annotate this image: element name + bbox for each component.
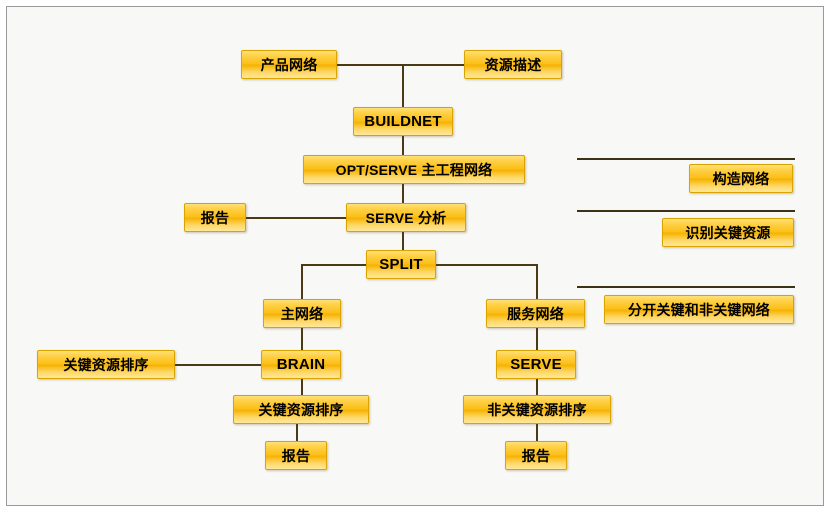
annotation-separator-rule	[577, 210, 795, 212]
node-report-top[interactable]: 报告	[184, 203, 246, 232]
connector-line	[402, 64, 404, 107]
annotation-separator-rule	[577, 286, 795, 288]
node-resource-description[interactable]: 资源描述	[464, 50, 562, 79]
node-key-resource-ranking-left[interactable]: 关键资源排序	[37, 350, 175, 379]
connector-line	[536, 264, 538, 299]
node-buildnet[interactable]: BUILDNET	[353, 107, 453, 136]
node-main-network[interactable]: 主网络	[263, 299, 341, 328]
connector-line	[436, 264, 537, 266]
connector-line	[402, 184, 404, 203]
connector-line	[402, 232, 404, 250]
node-serve-analysis[interactable]: SERVE 分析	[346, 203, 466, 232]
node-key-resource-ranking[interactable]: 关键资源排序	[233, 395, 369, 424]
diagram-canvas: 产品网络 资源描述 BUILDNET OPT/SERVE 主工程网络报告 SERVE 分…	[6, 6, 824, 506]
connector-line	[301, 379, 303, 395]
node-service-network[interactable]: 服务网络	[486, 299, 585, 328]
connector-line	[536, 424, 538, 441]
node-annotation-separate-nets[interactable]: 分开关键和非关键网络	[604, 295, 794, 324]
node-serve[interactable]: SERVE	[496, 350, 576, 379]
node-product-network[interactable]: 产品网络	[241, 50, 337, 79]
annotation-separator-rule	[577, 158, 795, 160]
connector-line	[301, 328, 303, 350]
node-split[interactable]: SPLIT	[366, 250, 436, 279]
connector-line	[536, 379, 538, 395]
node-brain[interactable]: BRAIN	[261, 350, 341, 379]
connector-line	[402, 64, 464, 66]
connector-line	[296, 424, 298, 441]
connector-line	[301, 264, 303, 299]
node-annotation-identify-key[interactable]: 识别关键资源	[662, 218, 794, 247]
node-report-left[interactable]: 报告	[265, 441, 327, 470]
connector-line	[536, 328, 538, 350]
connector-line	[301, 264, 366, 266]
connector-line	[402, 136, 404, 155]
connector-line	[175, 364, 261, 366]
node-opt-serve-main-network[interactable]: OPT/SERVE 主工程网络	[303, 155, 525, 184]
node-annotation-build-network[interactable]: 构造网络	[689, 164, 793, 193]
node-report-right[interactable]: 报告	[505, 441, 567, 470]
node-nonkey-resource-ranking[interactable]: 非关键资源排序	[463, 395, 611, 424]
connector-line	[246, 217, 346, 219]
connector-line	[337, 64, 403, 66]
